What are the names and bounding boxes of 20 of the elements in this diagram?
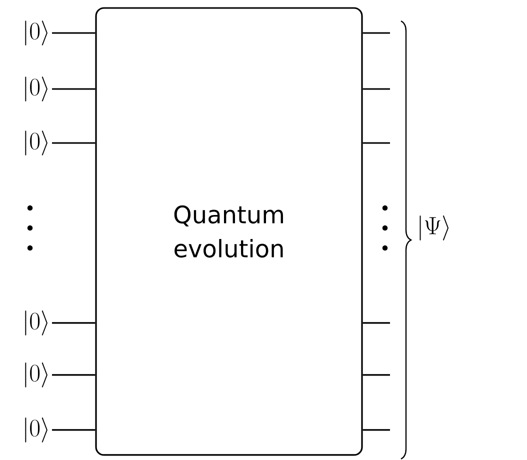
wire <box>52 142 96 144</box>
ket-label: $|0\rangle$ <box>25 362 48 388</box>
wire <box>52 88 96 90</box>
ket-label: $|0\rangle$ <box>25 130 48 156</box>
wire <box>52 374 96 376</box>
wire <box>362 88 390 90</box>
ket-label: $|0\rangle$ <box>25 418 48 442</box>
wire <box>52 429 96 431</box>
wire <box>52 32 96 34</box>
wire <box>362 429 390 431</box>
ket-label: $|0\rangle$ <box>25 76 48 102</box>
wire <box>52 322 96 324</box>
wire <box>362 32 390 34</box>
state-label: $\left|\Psi\right\rangle$ <box>420 216 449 240</box>
wire <box>362 374 390 376</box>
ket-label: $|0\rangle$ <box>25 20 48 46</box>
wire <box>362 142 390 144</box>
process-box: Quantum evolution <box>95 7 363 456</box>
wire <box>362 322 390 324</box>
ket-label: $|0\rangle$ <box>25 310 48 336</box>
